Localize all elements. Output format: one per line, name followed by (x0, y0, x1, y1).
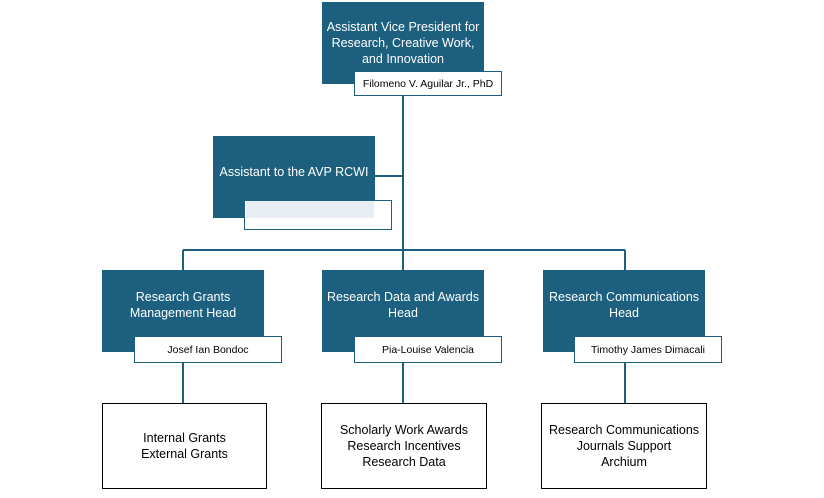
communications-duties-box: Research Communications Journals Support… (541, 403, 707, 489)
duty-item: Internal Grants (143, 431, 226, 445)
grants-duties-box: Internal Grants External Grants (102, 403, 267, 489)
head-communications-title: Research Communications Head (548, 290, 700, 320)
avp-box: Assistant Vice President for Research, C… (322, 2, 484, 84)
assistant-title: Assistant to the AVP RCWI (219, 165, 369, 179)
duty-item: Research Communications (548, 423, 700, 437)
avp-name: Filomeno V. Aguilar Jr., PhD (354, 71, 502, 96)
head-data-awards-name: Pia-Louise Valencia (354, 336, 502, 363)
head-data-awards-title: Research Data and Awards Head (327, 290, 479, 320)
duty-item: Archium (601, 455, 647, 469)
head-communications-name: Timothy James Dimacali (574, 336, 722, 363)
duty-item: Journals Support (576, 439, 672, 453)
avp-title: Assistant Vice President for Research, C… (326, 20, 480, 66)
head-grants-name: Josef Ian Bondoc (134, 336, 282, 363)
assistant-name-placeholder (246, 201, 374, 218)
head-grants-title: Research Grants Management Head (129, 290, 237, 320)
duty-item: External Grants (141, 447, 228, 461)
duty-item: Scholarly Work Awards (339, 423, 469, 437)
duty-item: Research Data (362, 455, 446, 469)
data-awards-duties-box: Scholarly Work Awards Research Incentive… (321, 403, 487, 489)
duty-item: Research Incentives (347, 439, 461, 453)
